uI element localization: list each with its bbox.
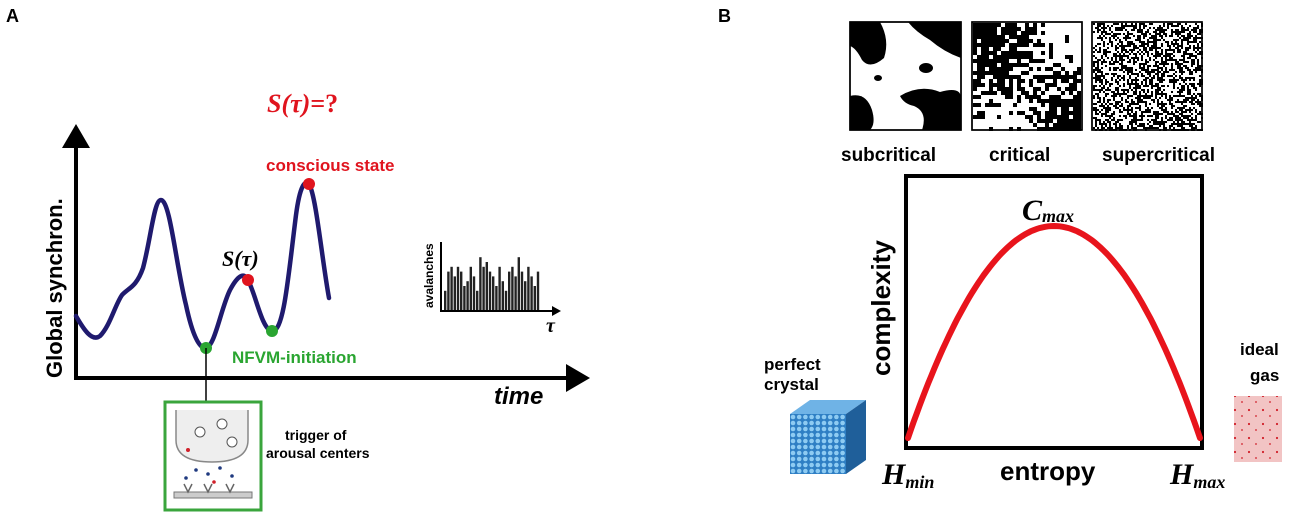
s-tau-point [242,274,254,286]
nfvm-point-2 [266,325,278,337]
avalanche-bar [469,266,472,310]
avalanche-bar [501,281,504,310]
h-max-label: Hmax [1169,458,1225,492]
avalanche-bar [536,271,540,310]
conscious-state-label: conscious state [266,156,395,175]
panel-b-letter: B [718,6,731,26]
trigger-label-line1: trigger of [285,427,347,443]
avalanche-bar [453,276,456,310]
synapse-diagram [163,400,263,512]
avalanche-bar [447,271,450,310]
inset-x-arrow [552,306,561,316]
avalanche-bar [463,286,466,310]
trigger-label-line2: arousal centers [266,445,370,461]
panel-a-x-label: time [494,383,543,410]
crystal-label-line2: crystal [764,375,819,394]
avalanche-bar [476,290,479,310]
question-label: S(τ)=? [267,89,338,118]
avalanche-bar [524,281,527,310]
avalanche-bar [530,276,533,310]
subcritical-label: subcritical [841,145,936,166]
avalanche-bar [508,271,511,310]
supercritical-thumbnail [1091,21,1203,131]
avalanche-bar [514,276,517,310]
avalanche-bar [517,257,520,310]
subcritical-thumbnail [849,21,962,131]
h-min-label: Hmin [881,458,934,492]
avalanche-bar [466,281,469,310]
question-symbol: S(τ) [267,89,310,118]
question-tail: =? [310,89,338,118]
avalanche-bar [456,266,460,310]
crystal-cube-image [790,400,866,474]
avalanche-inset: avalanches τ [422,242,561,337]
inset-y-label: avalanches [422,243,436,308]
avalanche-bar [511,266,514,310]
c-max-label: Cmax [1022,194,1074,227]
nfvm-label: NFVM-initiation [232,348,357,367]
supercritical-label: supercritical [1102,145,1215,166]
panel-b-x-label: entropy [1000,456,1096,486]
s-tau-label: S(τ) [222,246,259,271]
critical-label: critical [989,145,1050,166]
avalanche-bar [533,286,536,310]
panel-a-y-label: Global synchron. [42,198,67,378]
inset-x-label: τ [546,315,556,337]
panel-a-letter: A [6,6,19,26]
avalanche-bar [492,276,495,310]
avalanche-bar [482,266,485,310]
critical-thumbnail [971,21,1083,131]
avalanche-bar [472,276,476,310]
inset-bars [444,257,540,310]
gas-label-line2: gas [1250,366,1279,385]
avalanche-bar [479,257,482,310]
avalanche-bar [527,266,530,310]
gas-label-line1: ideal [1240,340,1279,359]
avalanche-bar [495,286,498,310]
avalanche-bar [485,262,488,310]
avalanche-bar [498,266,501,310]
synchronization-curve [73,180,332,351]
avalanche-bar [520,271,524,310]
avalanche-bar [450,266,453,310]
crystal-label-line1: perfect [764,355,821,374]
avalanche-bar [460,271,463,310]
conscious-state-point [303,178,315,190]
panel-a-x-arrow [566,364,590,392]
avalanche-bar [444,290,447,310]
avalanche-bar [504,290,508,310]
complexity-plot-frame [904,174,1204,450]
panel-a-y-arrow [62,124,90,148]
complexity-curve [905,222,1203,441]
panel-b-y-label: complexity [866,240,896,376]
avalanche-bar [488,271,492,310]
ideal-gas-image [1234,396,1282,462]
